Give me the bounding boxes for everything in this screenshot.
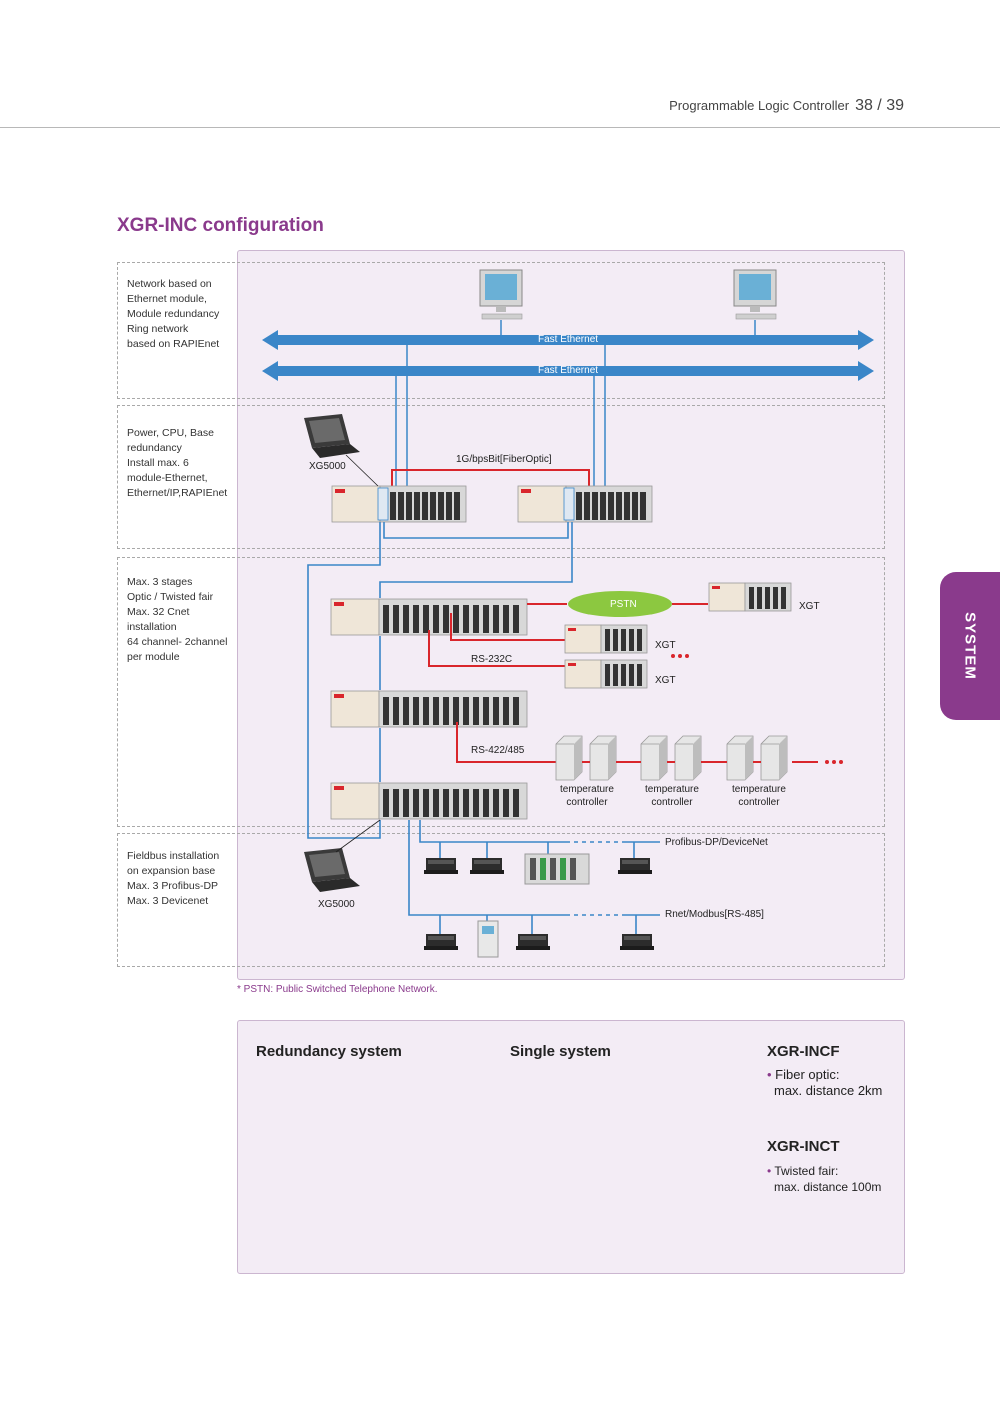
expansion-rack-2 <box>330 690 528 728</box>
xgr-inct-desc: • Twisted fair: max. distance 100m <box>767 1164 882 1194</box>
fast-ethernet-bus-1 <box>262 330 874 350</box>
system-comparison-panel <box>237 1020 905 1274</box>
xg5000-top-laptop-icon <box>304 414 360 458</box>
temp-controller-1-icon <box>555 735 583 781</box>
redundancy-title: Redundancy system <box>256 1043 402 1060</box>
expansion-rack-3 <box>330 782 528 820</box>
pc-2-icon <box>733 269 777 320</box>
xgt-label-1: XGT <box>799 601 820 612</box>
xgt-rack-2 <box>564 624 648 654</box>
xgt-label-3: XGT <box>655 675 676 686</box>
profibus-module-3-icon <box>618 858 652 874</box>
fast-ethernet-label-1: Fast Ethernet <box>538 334 599 345</box>
rnet-module-3-icon <box>620 934 654 950</box>
rnet-label: Rnet/Modbus[RS-485] <box>665 909 764 920</box>
cpu-rack-1 <box>331 485 467 523</box>
xgr-inct-title: XGR-INCT <box>767 1138 840 1155</box>
xg5000-bottom-label: XG5000 <box>318 899 355 910</box>
temp-label-3: temperature controller <box>732 784 786 808</box>
xgr-incf-desc: • Fiber optic: max. distance 2km <box>767 1067 883 1098</box>
xg5000-top-label: XG5000 <box>309 461 346 472</box>
temp-controller-4-icon <box>674 735 702 781</box>
profibus-module-1-icon <box>424 858 458 874</box>
rnet-module-2-icon <box>516 934 550 950</box>
expansion-rack-1 <box>330 598 528 636</box>
fieldbus-lines <box>408 820 660 934</box>
profibus-io-rack-icon <box>524 853 590 885</box>
header-title: Programmable Logic Controller <box>669 98 850 113</box>
row-label-fieldbus: Fieldbus installation on expansion base … <box>127 850 220 907</box>
row-box-cnet <box>117 557 885 827</box>
fast-ethernet-bus-2 <box>262 361 874 381</box>
temp-label-2: temperature controller <box>645 784 699 808</box>
temp-controller-2-icon <box>589 735 617 781</box>
temp-ellipsis <box>825 760 843 764</box>
xg5000-bottom-laptop-icon <box>304 848 360 892</box>
xgr-incf-title: XGR-INCF <box>767 1043 840 1060</box>
fiber-link-label: 1G/bpsBit[FiberOptic] <box>456 454 552 465</box>
single-title: Single system <box>510 1043 611 1060</box>
pstn-cloud <box>568 591 672 617</box>
row-label-power: Power, CPU, Base redundancy Install max.… <box>127 427 228 499</box>
section-title: XGR-INC configuration <box>117 215 324 236</box>
xgt-rack-1 <box>708 582 792 612</box>
xgr-inct-desc-1: Twisted fair: <box>774 1164 839 1178</box>
cpu-rack-2 <box>517 485 653 523</box>
xgt-label-2: XGT <box>655 640 676 651</box>
row-box-power <box>117 405 885 549</box>
xgt-rack-3 <box>564 659 648 689</box>
serial-red-lines <box>428 603 818 763</box>
inverter-icon <box>477 920 499 958</box>
rs422-label: RS-422/485 <box>471 745 525 756</box>
temp-controller-3-icon <box>640 735 668 781</box>
ring-network-lines <box>307 522 573 839</box>
profibus-module-2-icon <box>470 858 504 874</box>
fiber-link <box>391 469 590 488</box>
system-tab[interactable]: SYSTEM <box>940 572 1000 720</box>
xgr-inct-desc-2: max. distance 100m <box>774 1180 882 1194</box>
row-label-cnet: Max. 3 stages Optic / Twisted fair Max. … <box>127 576 228 663</box>
xgt-ellipsis <box>671 654 689 658</box>
page-number: 38 / 39 <box>855 97 904 114</box>
profibus-label: Profibus-DP/DeviceNet <box>665 837 768 848</box>
pstn-label: PSTN <box>610 599 637 610</box>
header: Programmable Logic Controller 38 / 39 <box>669 97 904 115</box>
rnet-module-1-icon <box>424 934 458 950</box>
header-rule <box>0 127 1000 128</box>
row-box-fieldbus <box>117 833 885 967</box>
row-label-network: Network based on Ethernet module, Module… <box>127 278 220 350</box>
row-box-network <box>117 262 885 399</box>
pstn-footnote: * PSTN: Public Switched Telephone Networ… <box>237 984 438 995</box>
temp-label-1: temperature controller <box>560 784 614 808</box>
pc-1-icon <box>479 269 523 320</box>
fast-ethernet-label-2: Fast Ethernet <box>538 365 599 376</box>
xgr-incf-desc-2: max. distance 2km <box>774 1083 883 1098</box>
xgr-incf-desc-1: Fiber optic: <box>775 1067 840 1082</box>
temp-controller-5-icon <box>726 735 754 781</box>
temp-controller-6-icon <box>760 735 788 781</box>
rs232c-label: RS-232C <box>471 654 513 665</box>
